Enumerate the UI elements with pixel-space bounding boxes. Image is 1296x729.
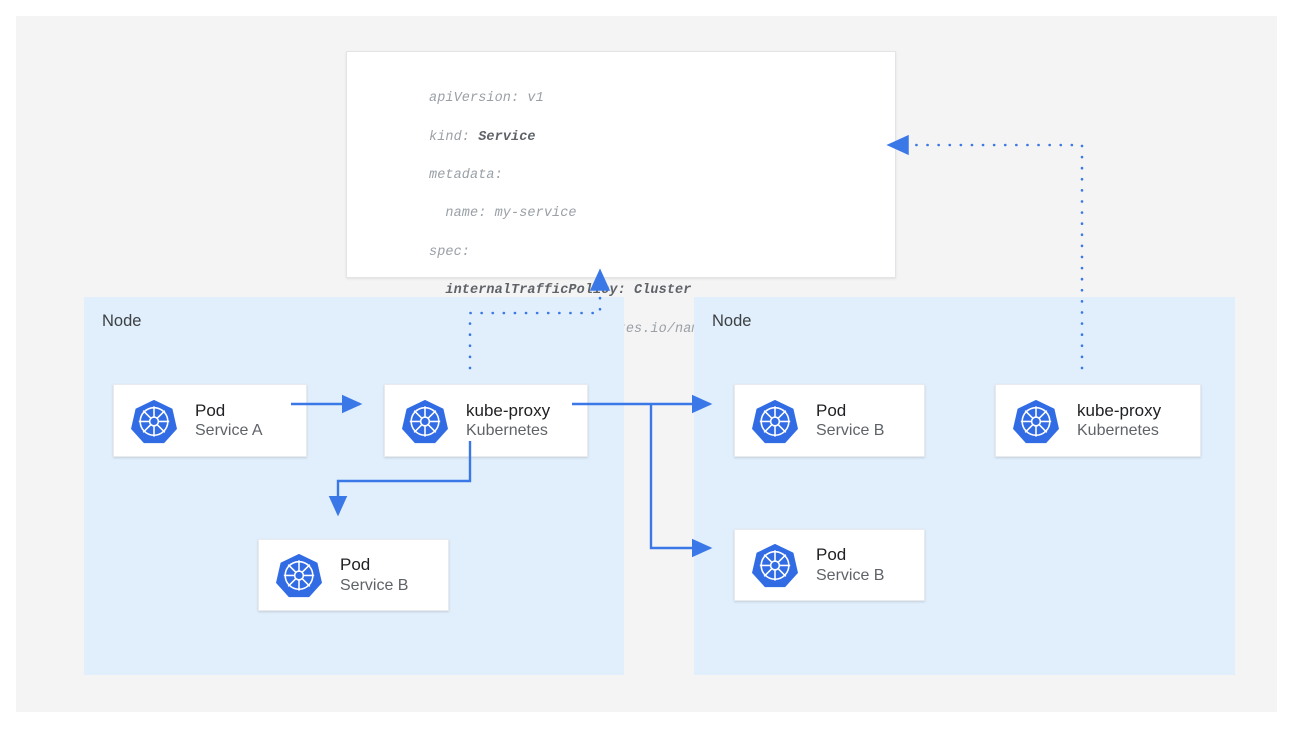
yaml-kind-value: Service — [478, 129, 536, 145]
card-text: kube-proxy Kubernetes — [466, 400, 550, 442]
node-panel-right: Node — [694, 297, 1235, 675]
card-pod-service-a[interactable]: Pod Service A — [113, 384, 307, 457]
card-subtitle: Kubernetes — [1077, 422, 1159, 440]
card-subtitle: Service A — [195, 422, 263, 440]
service-yaml-spec-card: apiVersion: v1 kind: Service metadata: n… — [346, 51, 896, 490]
card-kube-proxy-right[interactable]: kube-proxy Kubernetes — [995, 384, 1201, 457]
card-title: kube-proxy — [1077, 400, 1162, 420]
yaml-line-apiversion: apiVersion: v1 — [429, 91, 544, 107]
kubernetes-icon — [1013, 398, 1059, 444]
yaml-line-name: name: my-service — [429, 206, 577, 222]
yaml-kind-key: kind: — [429, 129, 479, 145]
node-label-left: Node — [102, 312, 142, 330]
card-text: Pod Service B — [816, 544, 884, 586]
card-subtitle: Service B — [816, 566, 885, 584]
card-subtitle: Service B — [340, 576, 409, 594]
card-kube-proxy-left[interactable]: kube-proxy Kubernetes — [384, 384, 588, 457]
card-subtitle: Service B — [816, 422, 885, 440]
diagram-canvas: apiVersion: v1 kind: Service metadata: n… — [16, 16, 1277, 712]
card-pod-service-b-remote-bottom[interactable]: Pod Service B — [734, 529, 925, 601]
card-pod-service-b-local[interactable]: Pod Service B — [258, 539, 449, 611]
card-title: Pod — [340, 555, 371, 575]
yaml-line-metadata: metadata: — [429, 168, 503, 184]
kubernetes-icon — [752, 542, 798, 588]
card-text: Pod Service A — [195, 400, 263, 442]
card-title: kube-proxy — [466, 400, 551, 420]
kubernetes-icon — [276, 552, 322, 598]
kubernetes-icon — [131, 398, 177, 444]
card-subtitle: Kubernetes — [466, 422, 548, 440]
node-label-right: Node — [712, 312, 752, 330]
card-title: Pod — [816, 400, 847, 420]
card-text: Pod Service B — [340, 554, 408, 596]
card-text: kube-proxy Kubernetes — [1077, 400, 1161, 442]
node-panel-left: Node — [84, 297, 624, 675]
kubernetes-icon — [402, 398, 448, 444]
card-title: Pod — [195, 400, 226, 420]
yaml-line-spec: spec: — [429, 244, 471, 260]
card-pod-service-b-remote-top[interactable]: Pod Service B — [734, 384, 925, 457]
kubernetes-icon — [752, 398, 798, 444]
card-title: Pod — [816, 545, 847, 565]
card-text: Pod Service B — [816, 400, 884, 442]
yaml-line-kind: kind: Service — [429, 128, 765, 147]
